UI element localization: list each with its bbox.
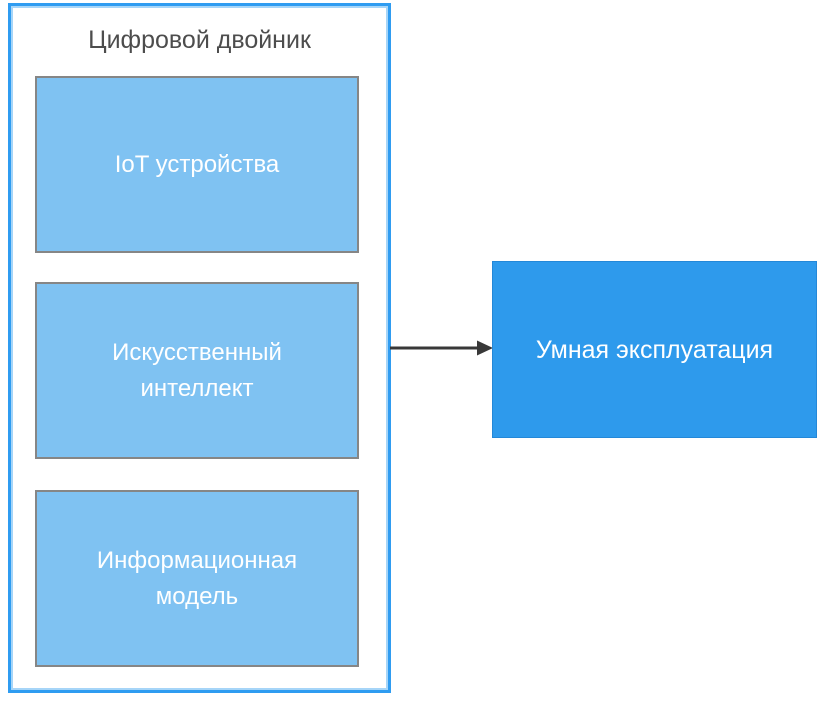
connector-arrow-icon (390, 340, 493, 356)
digital-twin-group: Цифровой двойник IoT устройства Искусств… (8, 3, 391, 693)
node-artificial-intelligence: Искусственный интеллект (35, 282, 359, 459)
node-smart-operation-label: Умная эксплуатация (535, 335, 774, 364)
group-title: Цифровой двойник (88, 26, 311, 54)
node-iot-devices: IoT устройства (35, 76, 359, 253)
node-artificial-intelligence-label: Искусственный интеллект (112, 338, 282, 402)
node-smart-operation: Умная эксплуатация (492, 261, 817, 438)
node-information-model: Информационная модель (35, 490, 359, 667)
node-iot-devices-label: IoT устройства (114, 150, 280, 178)
node-information-model-label: Информационная модель (96, 546, 298, 610)
